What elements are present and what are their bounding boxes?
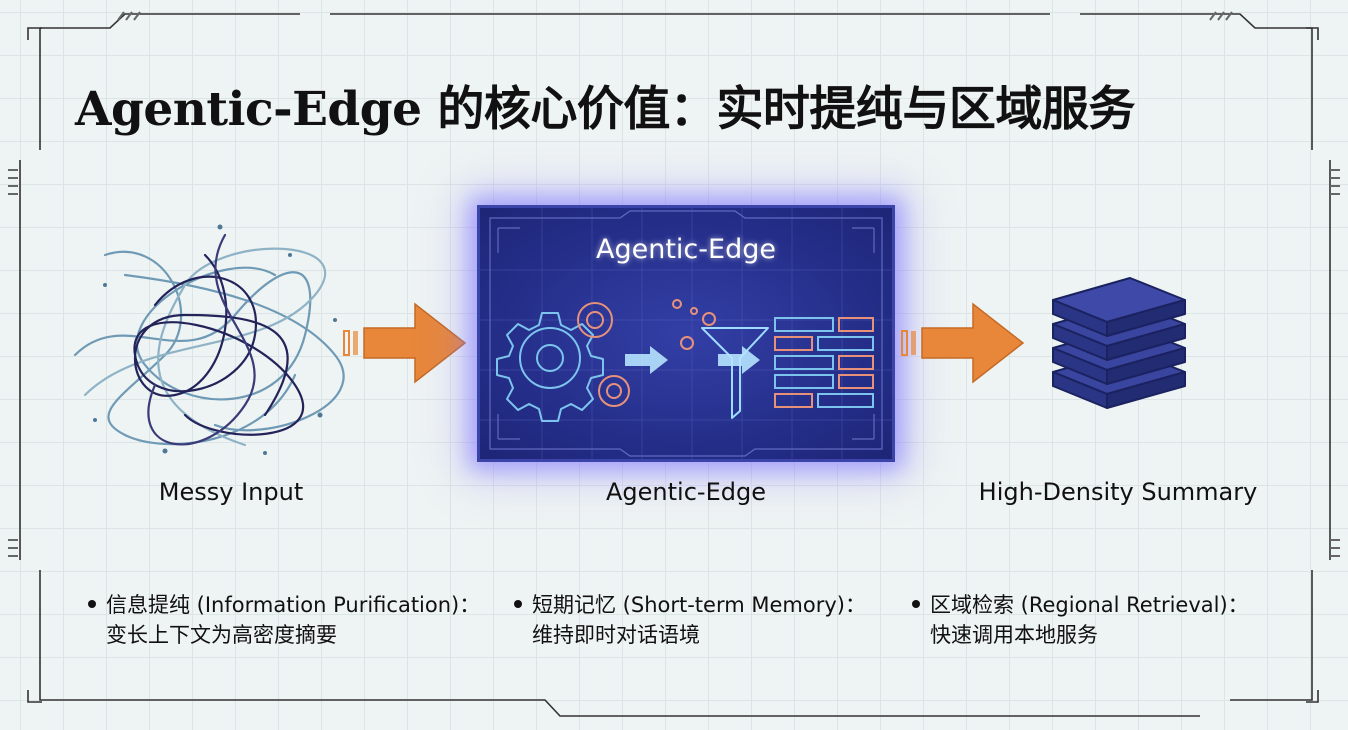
panel-title: Agentic-Edge — [596, 234, 776, 265]
arrow-right-icon — [901, 302, 1025, 384]
bullet-dot — [514, 600, 522, 608]
funnel-icon — [701, 327, 769, 419]
label-high-density-summary: High-Density Summary — [978, 478, 1258, 506]
messy-input-tangle-icon — [73, 224, 345, 455]
arrow-right-icon — [343, 302, 467, 384]
gear-icon — [496, 312, 604, 422]
layered-stack-icon — [1052, 277, 1186, 409]
bullet-short-term-memory: 短期记忆 (Short-term Memory)： 维持即时对话语境 — [514, 590, 866, 650]
bullet-description: 变长上下文为高密度摘要 — [106, 623, 337, 647]
bullet-dot — [912, 600, 920, 608]
bullet-heading: 区域检索 (Regional Retrieval)： — [930, 593, 1249, 617]
bullet-description: 维持即时对话语境 — [532, 623, 700, 647]
label-messy-input: Messy Input — [158, 478, 304, 506]
panel-decoration — [480, 208, 892, 459]
bullet-heading: 短期记忆 (Short-term Memory)： — [532, 593, 866, 617]
bullet-description: 快速调用本地服务 — [930, 623, 1098, 647]
bullet-regional-retrieval: 区域检索 (Regional Retrieval)： 快速调用本地服务 — [912, 590, 1249, 650]
page-title: Agentic-Edge 的核心价值：实时提纯与区域服务 — [75, 82, 1135, 137]
label-agentic-edge: Agentic-Edge — [606, 478, 766, 506]
bullet-information-purification: 信息提纯 (Information Purification)： 变长上下文为高… — [88, 590, 480, 650]
bullet-dot — [88, 600, 96, 608]
bullet-heading: 信息提纯 (Information Purification)： — [106, 593, 481, 617]
structured-blocks-icon — [774, 317, 874, 408]
agentic-edge-panel: Agentic-Edge — [477, 205, 895, 462]
